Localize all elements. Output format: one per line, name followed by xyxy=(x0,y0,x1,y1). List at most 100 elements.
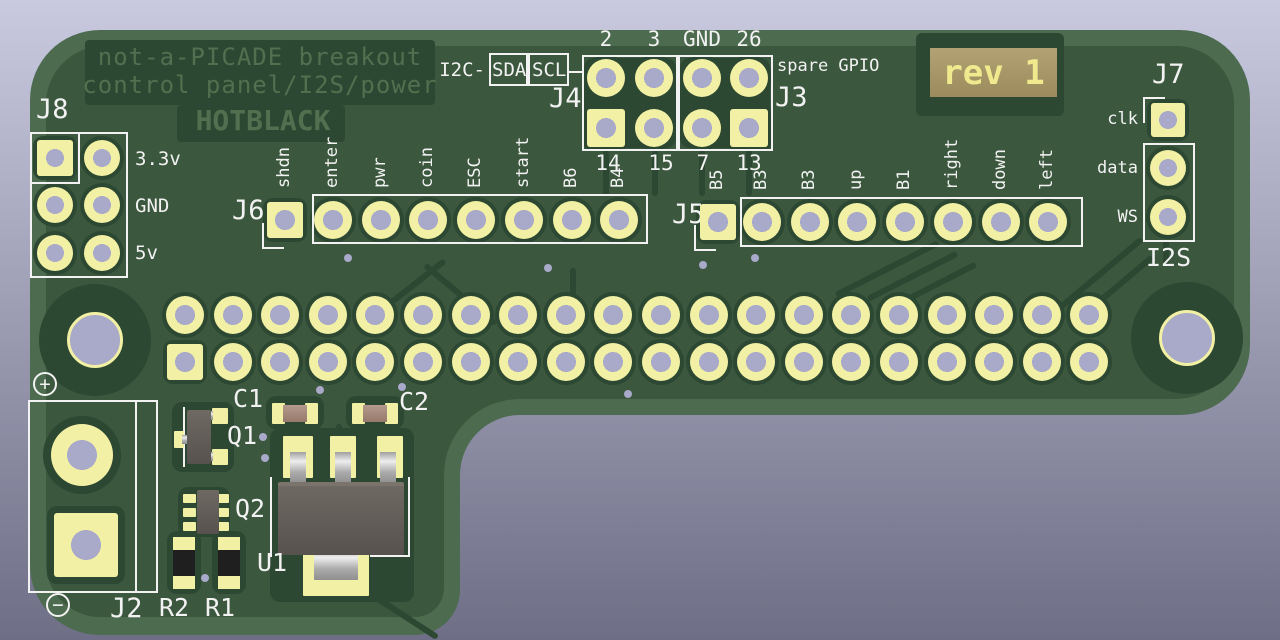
j2-minus-sign: − xyxy=(52,594,64,616)
pin-pad xyxy=(404,296,442,334)
pin-pad xyxy=(409,201,448,239)
q1-refdes: Q1 xyxy=(227,421,258,450)
scl-box xyxy=(528,53,569,86)
pin-pad xyxy=(683,59,721,97)
pin-pad xyxy=(1022,343,1061,381)
j4-pin15-label: 15 xyxy=(648,151,674,175)
j4-outline xyxy=(582,55,678,151)
pin-pad xyxy=(975,343,1014,381)
c2-terminal xyxy=(352,403,365,424)
j7-clk-label: clk xyxy=(1107,109,1138,129)
pin-name-label: shdn xyxy=(274,147,294,188)
j7-ws-label: WS xyxy=(1117,207,1138,227)
q2-pad xyxy=(216,508,229,517)
via xyxy=(398,383,406,391)
pin-pad xyxy=(790,203,829,241)
pin-pad xyxy=(1150,199,1186,235)
pin-pad xyxy=(84,235,120,271)
pin-name-label: B3 xyxy=(798,169,819,190)
j4-pin14-label: 14 xyxy=(595,151,621,175)
j6-ref-label: J6 xyxy=(232,195,265,226)
pin-pad xyxy=(356,343,395,381)
j6-outline xyxy=(312,194,648,244)
pin-pad xyxy=(84,140,120,176)
q2-body xyxy=(197,490,219,534)
scl-label: SCL xyxy=(532,59,567,81)
q1-body xyxy=(187,410,211,464)
scl-link-line xyxy=(569,71,582,73)
i2s-bus-label: I2S xyxy=(1146,243,1192,272)
q1-pad xyxy=(212,449,228,465)
pin-name-label: B4 xyxy=(608,167,629,188)
pin-pad xyxy=(546,296,585,334)
pin-pad xyxy=(689,343,728,381)
trace xyxy=(1163,240,1169,266)
pin-pad xyxy=(1150,150,1186,186)
pin-pad xyxy=(832,343,871,381)
c1-terminal xyxy=(305,403,318,424)
trace xyxy=(699,150,705,196)
j6-pin1-bracket-h xyxy=(262,247,284,249)
board-title-line1: not-a-PICADE breakout xyxy=(97,43,423,71)
pin-name-label: B3 xyxy=(751,169,771,190)
pin-pad xyxy=(784,296,823,334)
brand-copper-patch xyxy=(177,105,345,142)
pin-pad xyxy=(499,296,538,334)
pin-pad xyxy=(880,343,918,381)
pin-pad xyxy=(1029,203,1068,241)
pin-pad xyxy=(54,513,118,577)
pin-pad xyxy=(730,109,768,147)
pin-pad xyxy=(51,424,113,486)
pin-pad xyxy=(404,343,442,381)
pin-pad xyxy=(166,296,204,334)
spare-gpio-note: spare GPIO xyxy=(777,56,880,76)
q1-lead xyxy=(182,435,188,444)
j2-divider xyxy=(135,400,137,593)
r1-body xyxy=(218,550,240,576)
q2-pad xyxy=(183,508,196,517)
c1-body xyxy=(283,405,307,422)
pin-pad xyxy=(981,203,1020,241)
trace xyxy=(746,150,752,196)
r2-refdes: R2 xyxy=(159,593,190,622)
mounting-hole xyxy=(1159,310,1215,366)
pin-pad xyxy=(261,296,300,334)
pin-pad xyxy=(451,296,490,334)
pin-name-label: start xyxy=(512,136,533,188)
pin-name-label: B6 xyxy=(560,167,581,188)
rev-plate: rev 1 xyxy=(930,48,1057,97)
c1-refdes: C1 xyxy=(233,384,264,413)
pin-pad xyxy=(927,296,966,334)
r2-terminal xyxy=(173,576,195,589)
pin-pad xyxy=(267,202,303,238)
board-title-line2: control panel/I2S/power xyxy=(82,71,438,99)
pin-pad xyxy=(838,203,877,241)
via xyxy=(544,264,552,272)
pin-name-label: coin xyxy=(417,147,438,188)
j8-ref-label: J8 xyxy=(36,94,69,125)
pin-pad xyxy=(37,187,73,223)
c2-body xyxy=(363,405,387,422)
u1-lead xyxy=(335,452,351,483)
j5-outline xyxy=(740,197,1083,247)
pin-pad xyxy=(314,201,352,239)
pin-pad xyxy=(1022,296,1061,334)
pin-pad xyxy=(737,296,776,334)
pin-name-label: right xyxy=(941,138,962,190)
pin-pad xyxy=(642,343,680,381)
pin-pad xyxy=(451,343,490,381)
pin-pad xyxy=(737,343,776,381)
pin-name-label: B1 xyxy=(894,169,915,190)
j3-outline xyxy=(678,55,773,151)
pin-pad xyxy=(587,109,625,147)
board-brand: HOTBLACK xyxy=(195,104,331,137)
j3-gnd-label: GND xyxy=(683,27,721,51)
q2-pad xyxy=(183,494,196,503)
pin-name-label: ESC xyxy=(465,157,486,188)
pin-pad xyxy=(361,201,400,239)
pin-pad xyxy=(261,343,300,381)
